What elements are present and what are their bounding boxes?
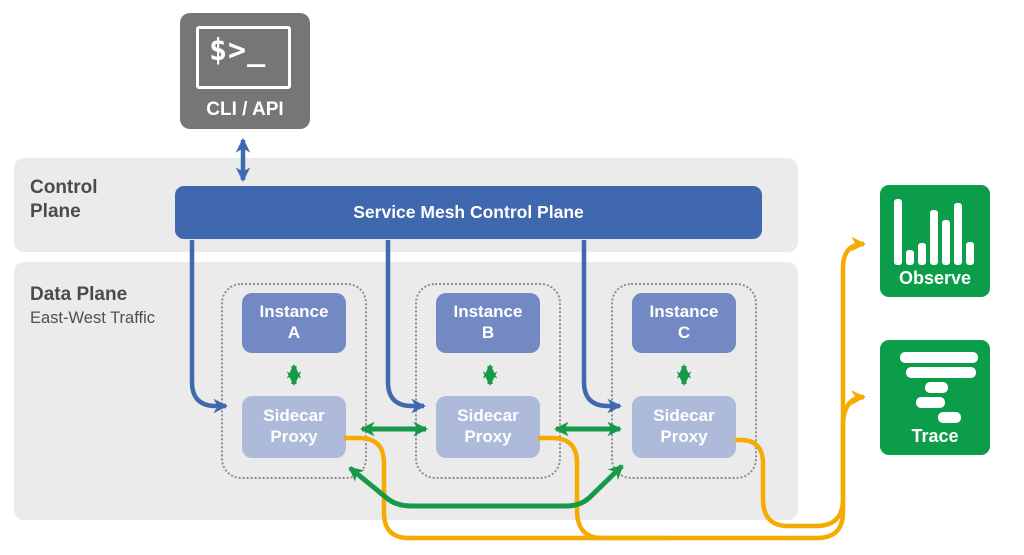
data-plane-title-line1: Data Plane: [30, 284, 128, 305]
instance-c-node: Instance C: [632, 293, 736, 353]
observe-label: Observe: [898, 268, 972, 288]
control-plane-title-line1: Control: [30, 177, 98, 198]
trace-node: Trace: [880, 340, 990, 455]
service-mesh-control-plane-bar: Service Mesh Control Plane: [175, 186, 762, 239]
data-plane-title-line2: East-West Traffic: [30, 308, 156, 327]
bar-chart-icon: [894, 199, 974, 265]
sidecar-b-label-line2: Proxy: [464, 427, 512, 446]
sidecar-proxy-c-node: Sidecar Proxy: [632, 396, 736, 458]
control-plane-title: Control Plane: [30, 176, 98, 224]
sidecar-a-label-line2: Proxy: [270, 427, 318, 446]
sidecar-c-label-line2: Proxy: [660, 427, 708, 446]
sidecar-proxy-a-node: Sidecar Proxy: [242, 396, 346, 458]
instance-a-node: Instance A: [242, 293, 346, 353]
instance-a-label-line2: A: [287, 323, 301, 342]
sidecar-proxy-b-node: Sidecar Proxy: [436, 396, 540, 458]
cli-api-label: CLI / API: [206, 99, 284, 120]
sidecar-c-label-line1: Sidecar: [653, 406, 715, 426]
instance-b-label-line2: B: [481, 323, 495, 342]
instance-a-label-line1: Instance: [259, 302, 329, 322]
trace-spans-icon: [900, 352, 978, 423]
instance-c-label-line1: Instance: [649, 302, 719, 322]
data-plane-title: Data Plane East-West Traffic: [30, 283, 155, 331]
control-plane-title-line2: Plane: [30, 200, 81, 222]
terminal-prompt: $>_: [209, 33, 267, 68]
trace-label: Trace: [911, 426, 959, 446]
mesh-bar-label: Service Mesh Control Plane: [353, 202, 584, 222]
sidecar-a-label-line1: Sidecar: [263, 406, 325, 426]
terminal-icon: $>_: [196, 26, 291, 89]
instance-b-node: Instance B: [436, 293, 540, 353]
observe-node: Observe: [880, 185, 990, 297]
instance-c-label-line2: C: [677, 323, 691, 342]
sidecar-b-label-line1: Sidecar: [457, 406, 519, 426]
instance-b-label-line1: Instance: [453, 302, 523, 322]
cli-api-node: $>_ CLI / API: [180, 13, 310, 129]
